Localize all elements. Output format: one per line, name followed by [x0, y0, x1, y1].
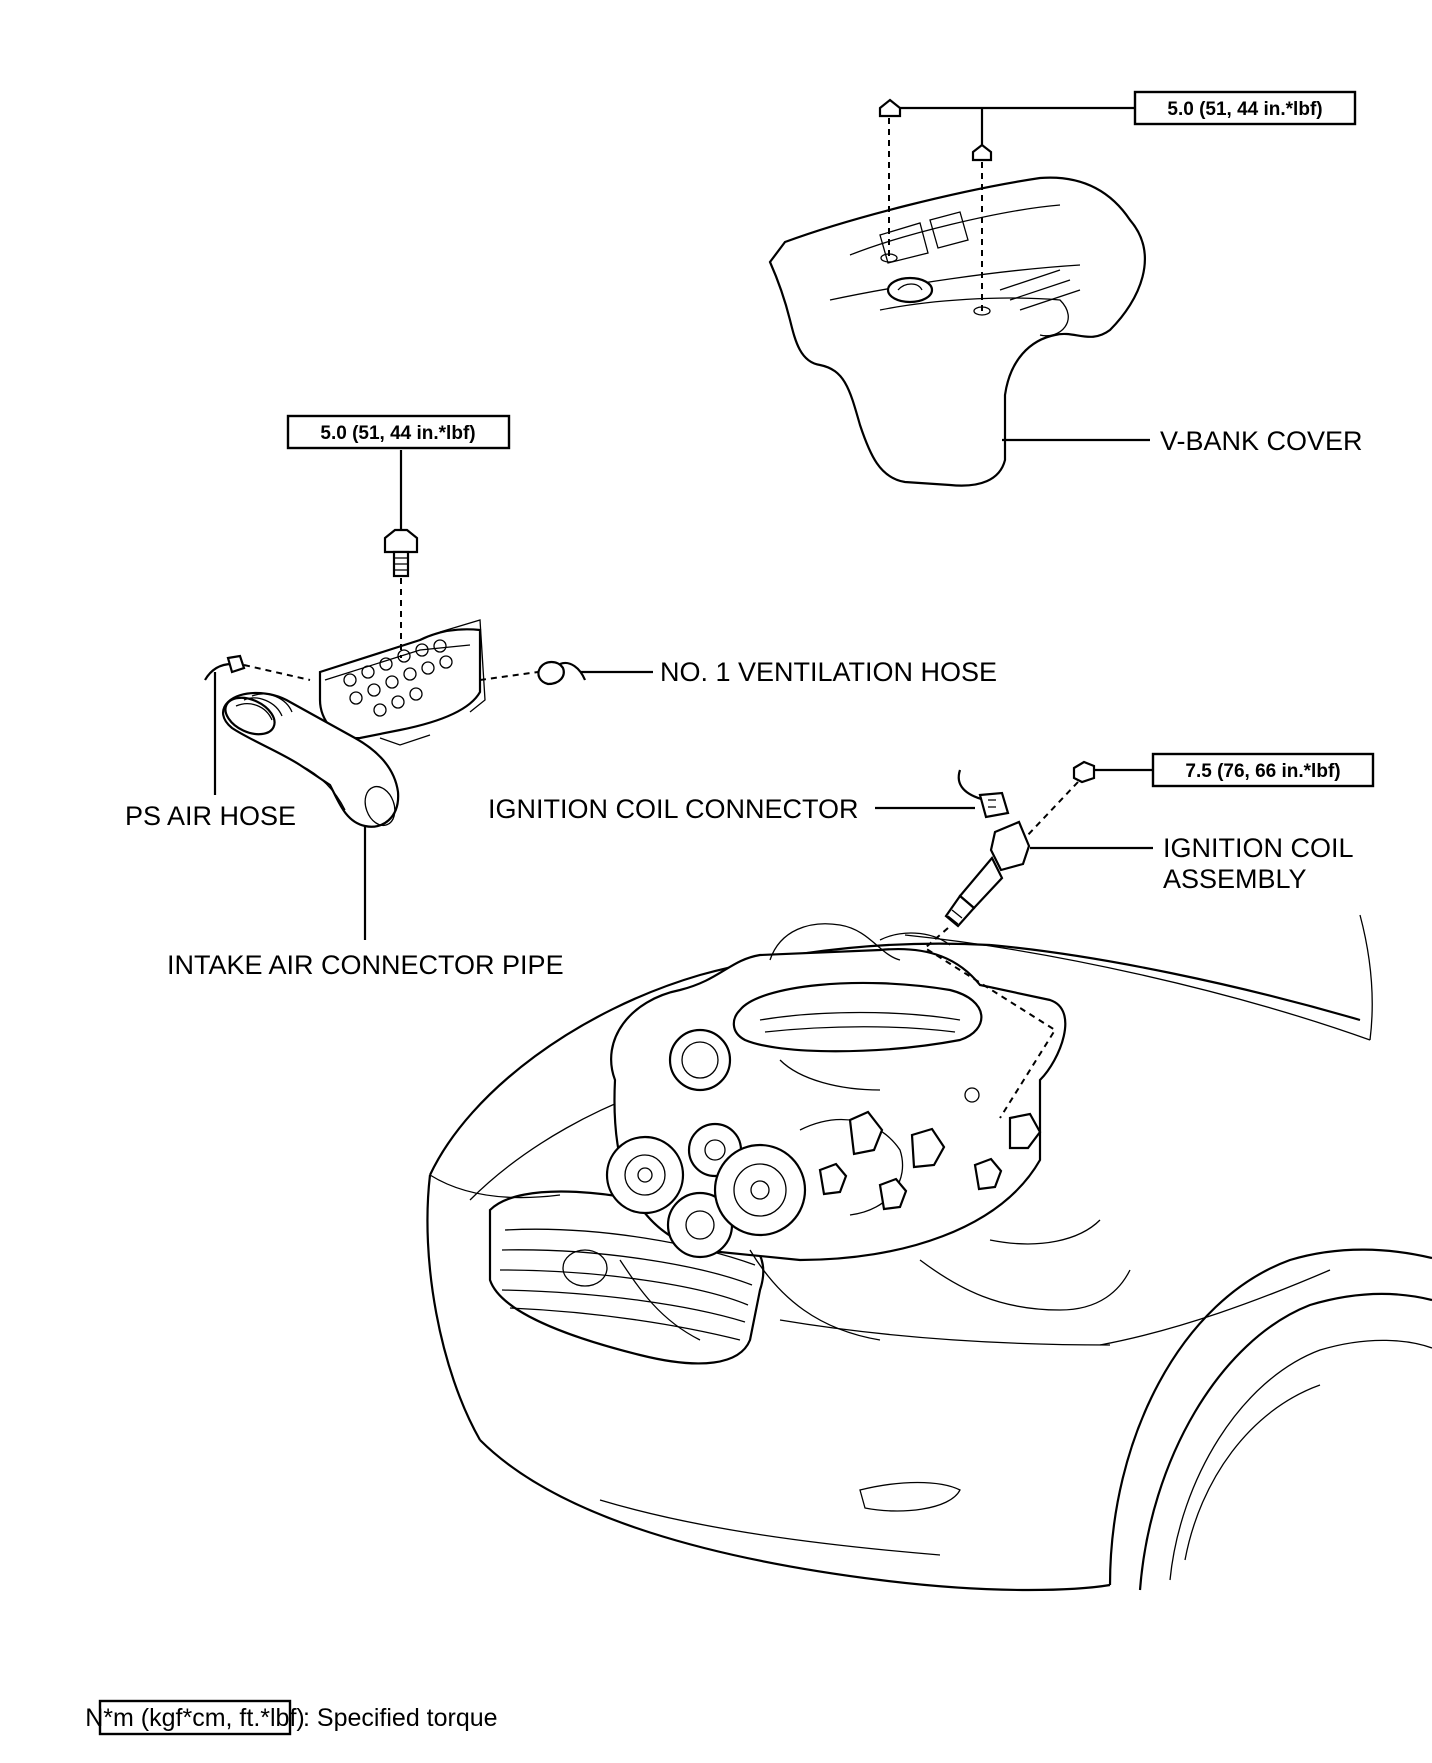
coil-bolt: [1072, 760, 1096, 784]
intake-air-connector-pipe: [222, 619, 486, 828]
label-ps-air-hose: PS AIR HOSE: [125, 801, 296, 831]
label-ignition-connector: IGNITION COIL CONNECTOR: [488, 794, 859, 824]
coil-bolt-guide: [1024, 781, 1079, 839]
ignition-coil-connector: [957, 769, 1010, 819]
connector-holes: [343, 639, 453, 717]
torque-intake-text: 5.0 (51, 44 in.*lbf): [320, 423, 475, 444]
ventilation-hose-guide: [479, 671, 539, 681]
torque-box-cover: 5.0 (51, 44 in.*lbf): [1133, 90, 1357, 126]
torque-box-coil: 7.5 (76, 66 in.*lbf): [1151, 752, 1375, 788]
engine-assembly: [605, 923, 1131, 1341]
ventilation-hose: [537, 660, 587, 686]
intake-bolt: [383, 528, 419, 578]
legend-unit: N*m (kgf*cm, ft.*lbf): [85, 1704, 304, 1732]
legend-meaning: : Specified torque: [303, 1704, 498, 1732]
torque-box-intake: 5.0 (51, 44 in.*lbf): [286, 414, 511, 450]
torque-coil-text: 7.5 (76, 66 in.*lbf): [1185, 761, 1340, 782]
installed-ignition-coils: [818, 1087, 1042, 1211]
coil-install-guide: [923, 927, 1057, 1119]
cover-nut-2: [971, 143, 993, 162]
ignition-coil-assembly: [944, 820, 1031, 928]
leader-lines: [363, 438, 1153, 940]
label-v-bank-cover: V-BANK COVER: [1160, 426, 1363, 456]
torque-cover-text: 5.0 (51, 44 in.*lbf): [1167, 99, 1322, 120]
label-ignition-coil-line1: IGNITION COIL: [1163, 833, 1354, 863]
label-intake-pipe: INTAKE AIR CONNECTOR PIPE: [167, 950, 564, 980]
ps-air-hose-guide: [243, 664, 311, 681]
v-bank-cover: [768, 176, 1146, 487]
label-ventilation-hose: NO. 1 VENTILATION HOSE: [660, 657, 997, 687]
cover-nut-1: [878, 98, 902, 118]
legend: N*m (kgf*cm, ft.*lbf) : Specified torque: [85, 1699, 498, 1736]
label-ignition-coil-line2: ASSEMBLY: [1163, 864, 1307, 894]
ps-air-hose: [204, 654, 246, 795]
car-body-outline: [426, 914, 1432, 1592]
